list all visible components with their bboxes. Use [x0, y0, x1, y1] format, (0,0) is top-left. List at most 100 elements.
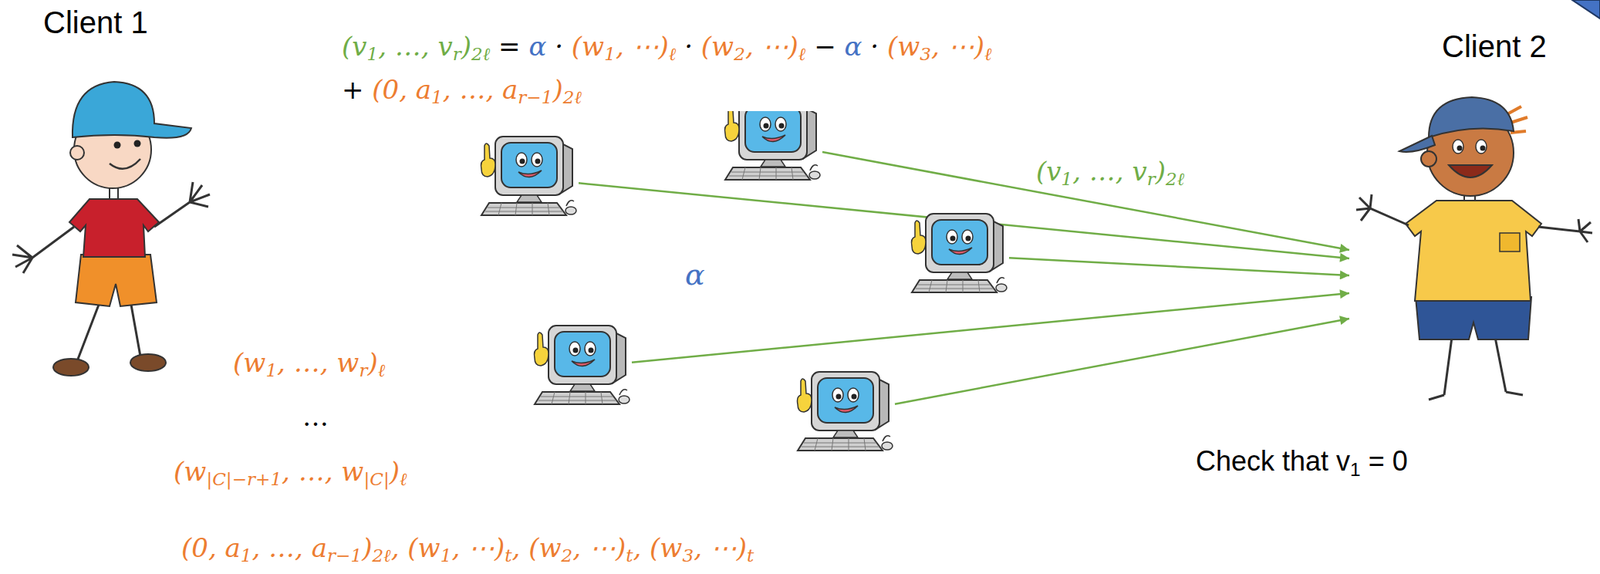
computer-icon: [531, 320, 632, 414]
mouse-cord: [566, 200, 574, 206]
ear: [1421, 151, 1437, 167]
math-label: (v1, …, vr)2ℓ: [1032, 154, 1188, 189]
eye: [531, 152, 543, 167]
keyboard: [725, 167, 811, 180]
monitor-stand: [570, 384, 595, 392]
keyboard: [534, 391, 620, 405]
keyboard-keys: [729, 167, 807, 180]
monitor-screen: [931, 219, 988, 265]
mouth: [834, 405, 858, 413]
glove-hand: [725, 108, 740, 142]
client-name: Client 1: [43, 4, 149, 41]
mouse-cord: [996, 277, 1005, 284]
glove-hand: [911, 220, 927, 254]
math-label: (0, a1, …, ar−1)2ℓ, (w1, ⋯)t, (w2, ⋯)t, …: [178, 530, 757, 565]
eye: [1475, 139, 1487, 154]
shorts: [1415, 297, 1532, 340]
text-run: (w: [232, 347, 266, 379]
text-run: , ⋯): [931, 30, 985, 62]
text-run: +: [341, 74, 372, 105]
monitor-screen: [501, 142, 557, 188]
eye: [759, 117, 771, 132]
leg: [1444, 337, 1506, 395]
eye: [1452, 139, 1464, 154]
text-run: 2ℓ: [563, 87, 582, 108]
text-run: r−1: [327, 545, 362, 566]
pocket: [1499, 232, 1520, 252]
computer-icon: [478, 131, 579, 225]
text-run: t: [625, 545, 633, 566]
eye: [569, 341, 581, 356]
shoe: [53, 358, 89, 376]
keyboard: [797, 438, 883, 451]
pupil: [779, 123, 785, 129]
text-run: (v: [341, 30, 367, 62]
text-run: …: [302, 401, 329, 433]
text-run: 1: [440, 545, 453, 566]
text-run: ): [367, 347, 378, 379]
cap-brim: [1399, 135, 1435, 152]
math-label: α: [681, 256, 709, 294]
text-run: ): [1155, 155, 1166, 187]
text-run: ): [461, 30, 472, 62]
pupil: [573, 347, 579, 354]
mouse: [618, 395, 630, 404]
monitor-screen: [554, 331, 611, 377]
monitor-casing: [548, 325, 617, 385]
client-name: Client 2: [1441, 28, 1547, 65]
eye: [114, 141, 122, 149]
glove-hand: [797, 378, 813, 412]
server-node: [478, 131, 579, 225]
share-arrow: [822, 151, 1350, 250]
text-run: (w: [701, 30, 734, 62]
text-run: , (w: [632, 532, 682, 564]
text-run: , ⋯): [451, 532, 505, 564]
text-run: , ⋯): [615, 30, 669, 62]
share-arrow: [631, 293, 1350, 363]
monitor-stand: [833, 430, 858, 438]
monitor-casing: [925, 213, 994, 273]
eye: [962, 229, 973, 244]
text-run: , …, a: [252, 532, 328, 564]
text-run: , ⋯): [693, 532, 747, 564]
text-run: (w: [887, 30, 920, 62]
glove-hand: [534, 332, 550, 366]
mouse-cord: [619, 389, 628, 395]
shorts: [75, 254, 157, 307]
pupil: [1457, 145, 1463, 152]
pupil: [1480, 145, 1486, 152]
text-run: (0, a: [371, 74, 432, 105]
text-run: 3: [919, 43, 932, 65]
mouse: [565, 206, 577, 215]
text-run: ·: [546, 30, 571, 62]
text-run: , …, a: [442, 74, 519, 105]
text-run: r−1: [517, 87, 553, 108]
corner-shape: [1572, 0, 1600, 19]
mouse: [809, 171, 821, 179]
keyboard: [481, 202, 567, 216]
client-figure: [1356, 97, 1593, 400]
text-run: r: [452, 43, 462, 65]
client-node: Client 2: [1349, 27, 1593, 418]
text-run: 1: [240, 545, 253, 566]
foot: [1428, 391, 1523, 400]
computer-icon: [794, 367, 895, 460]
shoe: [130, 354, 166, 372]
text-run: ℓ: [798, 43, 807, 65]
math-label: Check that v1 = 0: [1192, 443, 1411, 480]
eye: [134, 140, 142, 148]
keyboard-keys: [538, 391, 617, 405]
text-run: Check that v: [1195, 445, 1351, 477]
text-run: 3: [681, 545, 694, 566]
text-run: , …, w: [281, 455, 364, 487]
monitor-screen: [817, 378, 874, 423]
keyboard-keys: [801, 438, 880, 451]
math-label: (w|C|−r+1, …, w|C|)ℓ: [170, 454, 411, 489]
mouth: [518, 170, 542, 178]
text-run: α: [685, 257, 706, 292]
arm: [1538, 219, 1593, 243]
pupil: [836, 394, 842, 400]
text-run: 2ℓ: [471, 43, 490, 65]
text-run: , (w: [512, 532, 562, 564]
server-node: [794, 367, 895, 460]
